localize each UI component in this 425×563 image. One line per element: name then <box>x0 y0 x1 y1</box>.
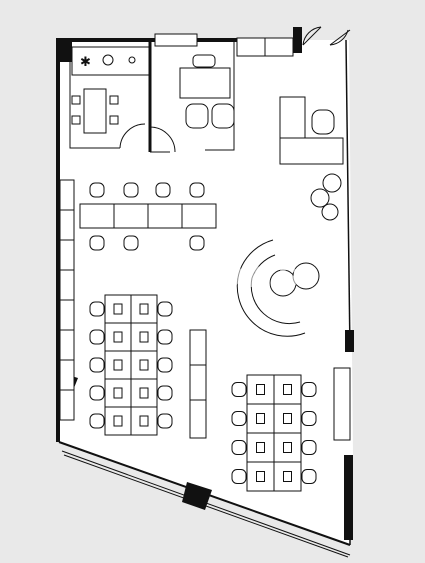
monitor <box>283 442 292 453</box>
monitor <box>256 471 265 482</box>
chair <box>157 357 173 373</box>
top-cabinets <box>154 33 294 57</box>
monitor <box>283 384 292 395</box>
storage-cabinet <box>59 269 75 301</box>
chair <box>123 235 139 251</box>
monitor <box>139 303 149 315</box>
chair <box>231 469 247 484</box>
chair <box>89 385 105 401</box>
chair <box>189 235 205 251</box>
desk <box>79 203 115 229</box>
storage-cabinet <box>59 179 75 211</box>
bench-desks-top <box>79 182 217 251</box>
left-storage <box>59 179 75 421</box>
monitor <box>113 387 123 399</box>
chair <box>157 329 173 345</box>
monitor <box>256 442 265 453</box>
desk <box>181 203 217 229</box>
chair <box>231 440 247 455</box>
workstations-right <box>231 374 317 492</box>
chair <box>89 413 105 429</box>
monitor <box>283 413 292 424</box>
chair <box>157 413 173 429</box>
chair <box>189 182 205 198</box>
monitor <box>113 331 123 343</box>
monitor <box>139 359 149 371</box>
chair <box>231 411 247 426</box>
chair <box>301 440 317 455</box>
reception-area <box>279 96 344 221</box>
chair <box>157 385 173 401</box>
chair <box>155 182 171 198</box>
storage-cabinet <box>59 329 75 361</box>
monitor <box>113 303 123 315</box>
middle-credenza <box>189 329 351 441</box>
monitor <box>139 415 149 427</box>
storage-cabinet <box>59 239 75 271</box>
round-meeting-pod <box>236 239 320 337</box>
chair <box>89 329 105 345</box>
monitor <box>139 331 149 343</box>
storage-cabinet <box>59 389 75 421</box>
monitor <box>283 471 292 482</box>
desk <box>147 203 183 229</box>
desk <box>113 203 149 229</box>
workstations-left <box>89 294 173 436</box>
monitor <box>113 359 123 371</box>
chair <box>301 469 317 484</box>
chair <box>301 382 317 397</box>
storage-cabinet <box>59 359 75 391</box>
monitor <box>139 387 149 399</box>
chair <box>301 411 317 426</box>
chair <box>89 182 105 198</box>
pantry-room: ✱ <box>69 40 152 152</box>
chair <box>123 182 139 198</box>
svg-text:✱: ✱ <box>80 54 91 69</box>
entrance-door <box>302 26 351 46</box>
manager-office <box>149 40 235 153</box>
storage-cabinet <box>59 209 75 241</box>
monitor <box>256 384 265 395</box>
monitor <box>256 413 265 424</box>
chair <box>89 235 105 251</box>
chair <box>231 382 247 397</box>
storage-cabinet <box>59 299 75 331</box>
workstation-desk <box>130 378 158 408</box>
chair <box>89 357 105 373</box>
chair <box>89 301 105 317</box>
chair <box>157 301 173 317</box>
monitor <box>113 415 123 427</box>
